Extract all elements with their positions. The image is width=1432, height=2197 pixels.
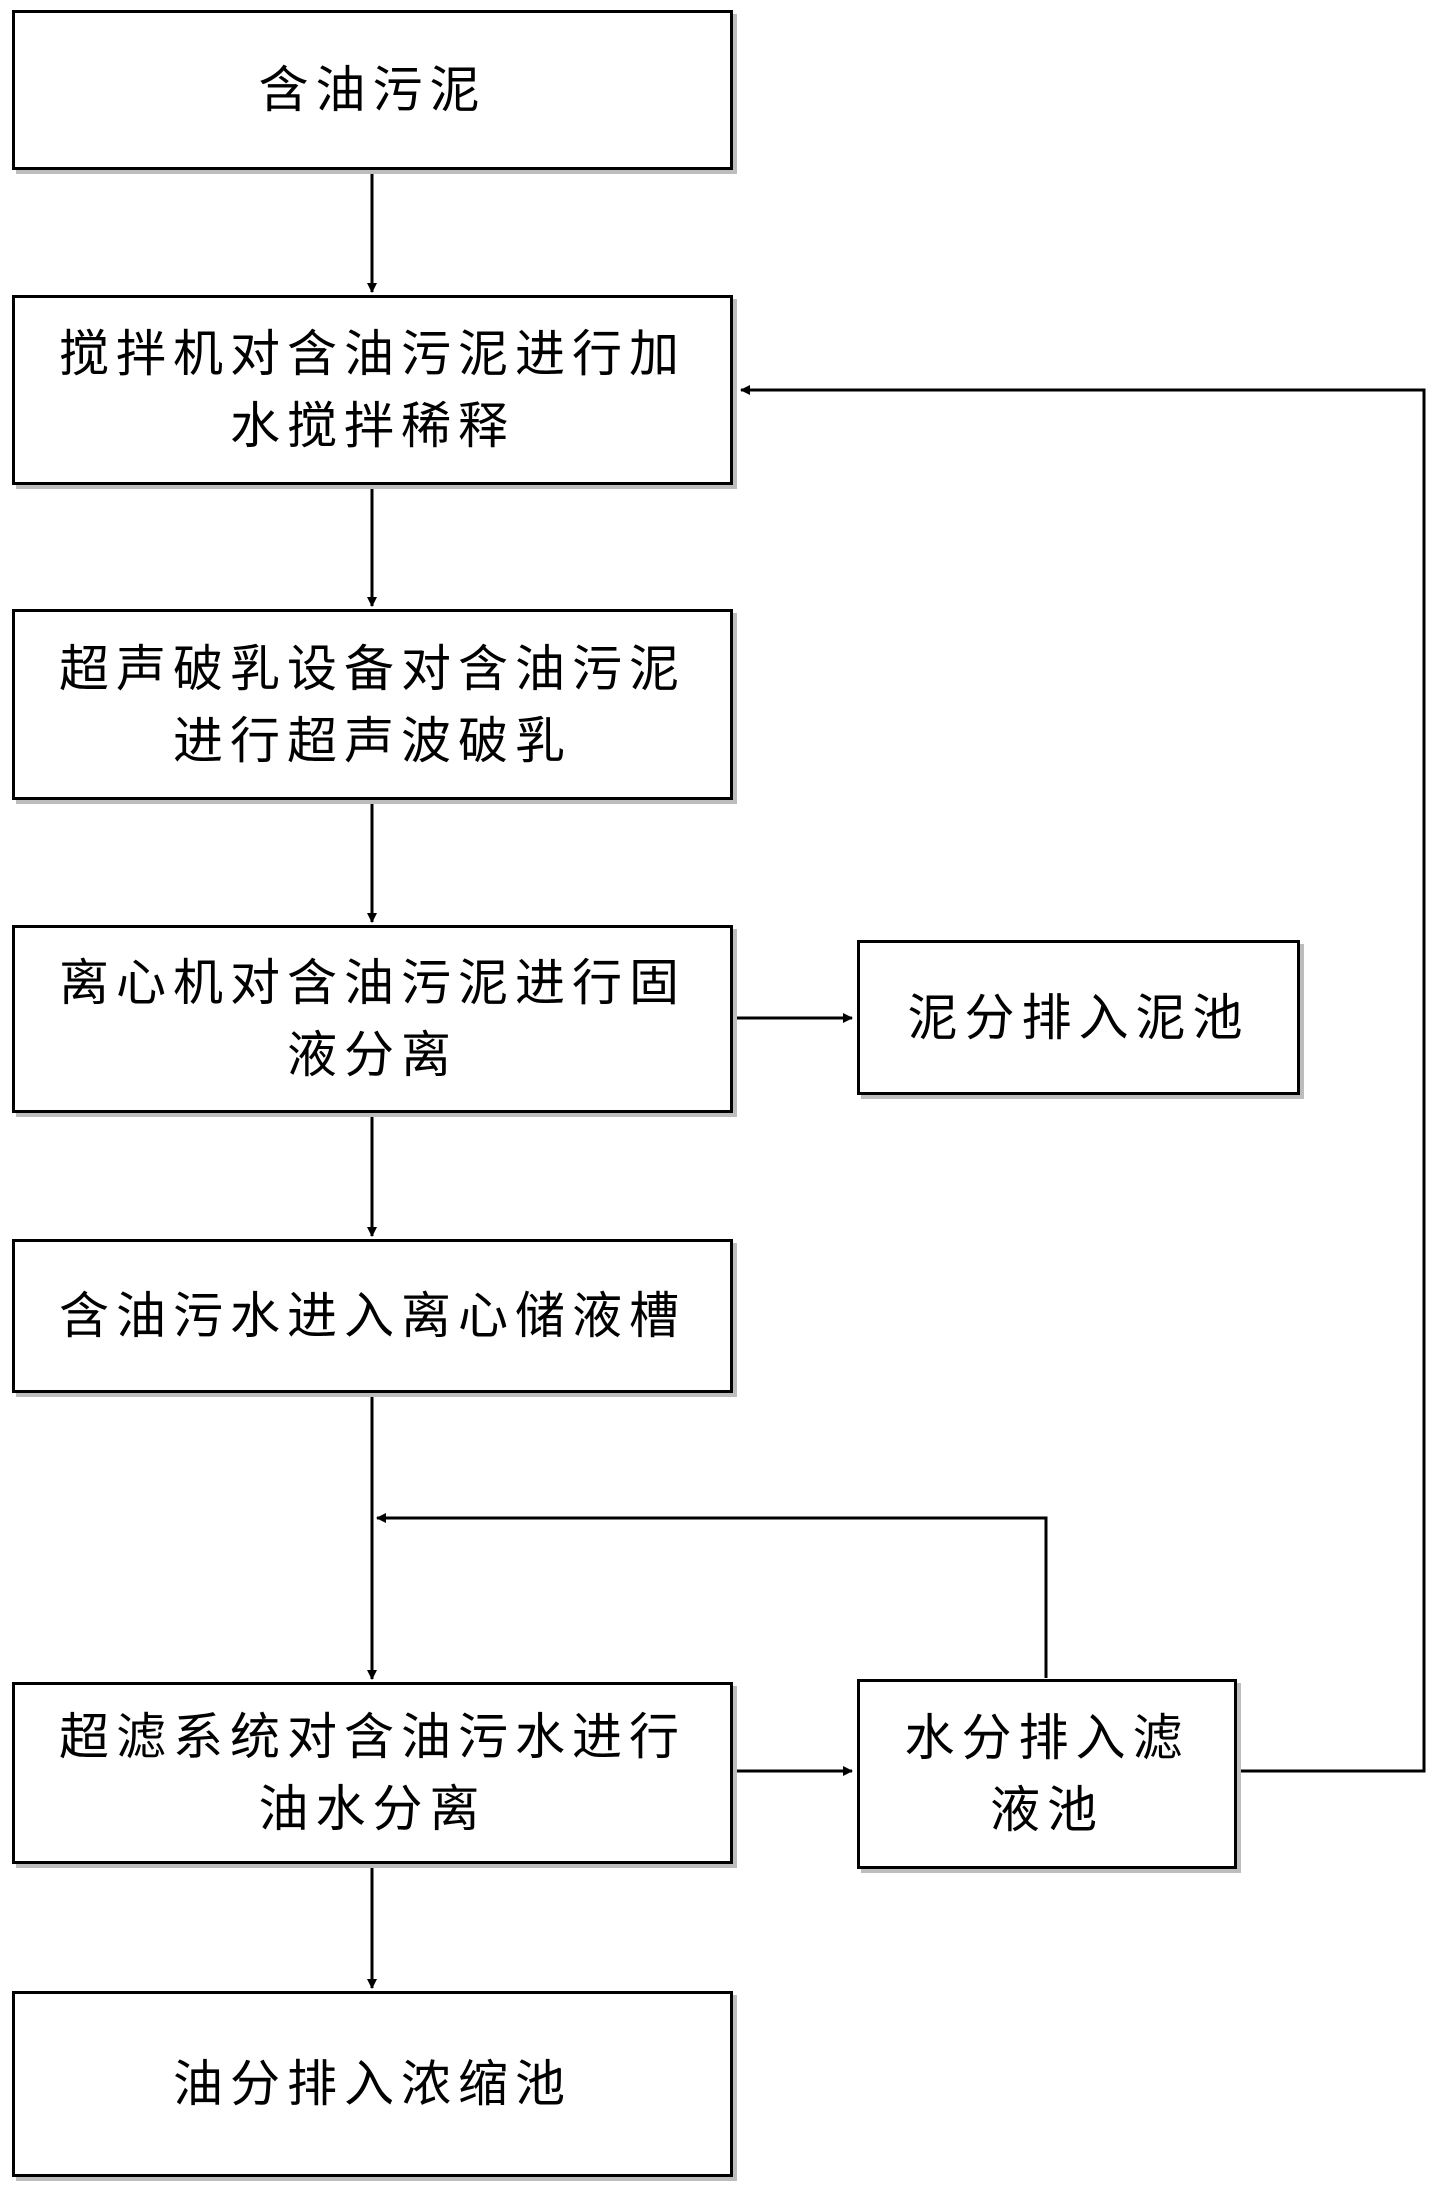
output-mud-label: 泥分排入泥池	[907, 988, 1250, 1047]
step-centrifuge-line1: 离心机对含油污泥进行固	[59, 954, 686, 1012]
step-storage-tank: 含油污水进入离心储液槽	[12, 1239, 733, 1393]
step-storage-tank-label: 含油污水进入离心储液槽	[59, 1287, 686, 1345]
step-mix-dilute: 搅拌机对含油污泥进行加 水搅拌稀释	[12, 295, 733, 485]
step-ultrafiltration: 超滤系统对含油污水进行 油水分离	[12, 1682, 733, 1864]
step-ultrafiltration-line2: 油水分离	[258, 1780, 487, 1838]
output-water-line1: 水分排入滤	[904, 1709, 1190, 1767]
step-oily-sludge: 含油污泥	[12, 10, 733, 170]
step-oil-out: 油分排入浓缩池	[12, 1991, 733, 2177]
arrow-water-recycle-to-ultrafiltration	[376, 1513, 1048, 1678]
output-water: 水分排入滤 液池	[857, 1679, 1237, 1869]
step-oil-out-label: 油分排入浓缩池	[173, 2055, 572, 2113]
step-centrifuge-line2: 液分离	[287, 1026, 458, 1084]
arrow-water-recycle-to-mix	[740, 385, 1426, 1773]
step-mix-dilute-line2: 水搅拌稀释	[230, 397, 515, 455]
step-mix-dilute-line1: 搅拌机对含油污泥进行加	[59, 325, 686, 383]
step-ultrasonic: 超声破乳设备对含油污泥 进行超声波破乳	[12, 609, 733, 800]
step-oily-sludge-label: 含油污泥	[258, 61, 487, 119]
step-ultrasonic-line2: 进行超声波破乳	[173, 711, 572, 770]
output-water-line2: 液池	[990, 1781, 1104, 1839]
step-ultrafiltration-line1: 超滤系统对含油污水进行	[59, 1708, 686, 1766]
step-ultrasonic-line1: 超声破乳设备对含油污泥	[59, 639, 686, 698]
step-centrifuge: 离心机对含油污泥进行固 液分离	[12, 925, 733, 1113]
output-mud: 泥分排入泥池	[857, 940, 1300, 1095]
